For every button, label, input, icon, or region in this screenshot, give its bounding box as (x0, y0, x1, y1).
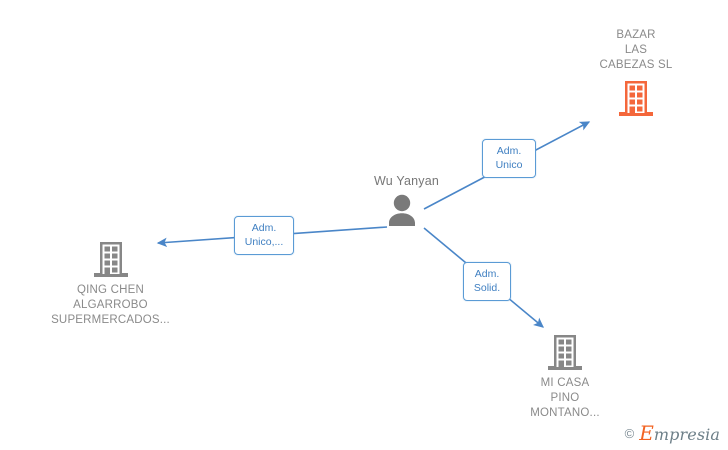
edge-label-adm-solid-mi-casa[interactable]: Adm. Solid. (463, 262, 511, 301)
edge-label-adm-unico-bazar[interactable]: Adm. Unico (482, 139, 536, 178)
copyright-icon: © (624, 425, 635, 441)
edge-label-adm-unico-qing-chen[interactable]: Adm. Unico,... (234, 216, 294, 255)
brand-initial: E (639, 421, 654, 445)
brand-rest: mpresia (653, 425, 720, 444)
node-label-mi-casa-pino-montano: MI CASA PINO MONTANO... (530, 377, 600, 419)
node-company-mi-casa-pino-montano[interactable]: MI CASA PINO MONTANO... (500, 333, 630, 421)
empresia-watermark: © Empresia (625, 423, 720, 443)
node-label-qing-chen-algarrobo: QING CHEN ALGARROBO SUPERMERCADOS... (51, 284, 170, 326)
node-company-qing-chen-algarrobo[interactable]: QING CHEN ALGARROBO SUPERMERCADOS... (28, 240, 193, 328)
node-label-bazar-las-cabezas: BAZAR LAS CABEZAS SL (599, 29, 673, 71)
building-icon (561, 79, 711, 117)
building-icon (500, 333, 630, 371)
node-person-wu-yanyan[interactable]: Wu Yanyan (372, 174, 512, 227)
person-icon (372, 193, 512, 227)
node-company-bazar-las-cabezas[interactable]: BAZAR LAS CABEZAS SL (561, 28, 711, 117)
node-label-wu-yanyan: Wu Yanyan (374, 174, 440, 188)
brand-name: Empresia (639, 423, 720, 443)
building-icon (28, 240, 193, 278)
